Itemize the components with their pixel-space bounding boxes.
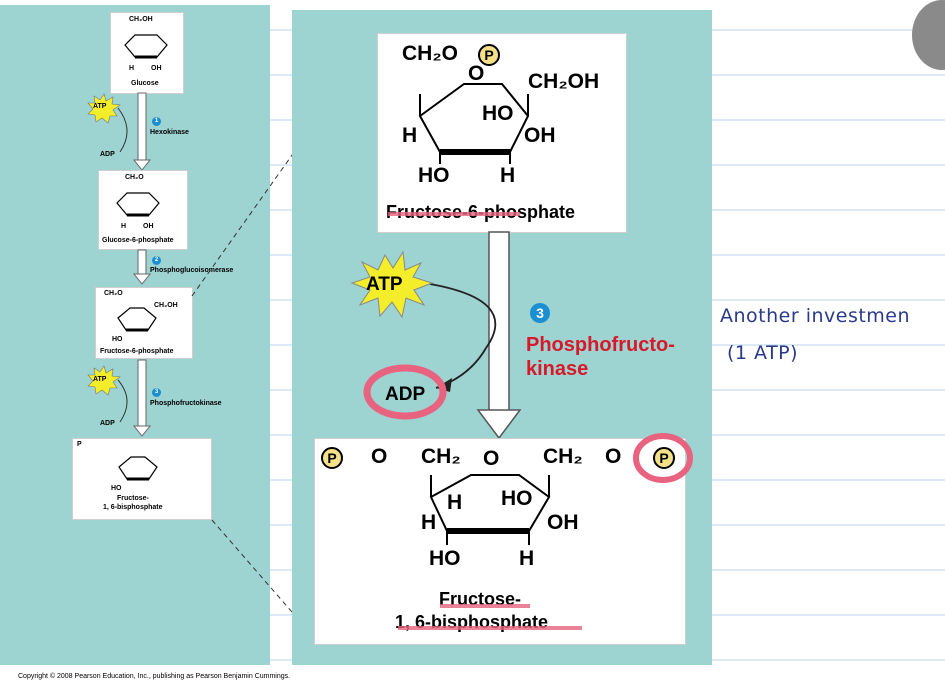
- step3-enzyme-left: Phosphofructokinase: [150, 400, 222, 407]
- f6p-h-bottom: H: [500, 164, 516, 187]
- f16bp-h-left: H: [421, 511, 437, 534]
- f16bp-ch2-left: CH₂: [421, 445, 461, 468]
- enzyme-line2: kinase: [526, 358, 589, 380]
- glucose-label: Glucose: [131, 80, 159, 87]
- step3-badge-right: 3: [530, 303, 550, 323]
- f6p-ho-bottom: HO: [418, 164, 450, 187]
- g6p-box: CH₂O H OH Glucose-6-phosphate: [98, 170, 188, 250]
- f16bp-p-right: P: [653, 445, 675, 469]
- note-line2: (1 ATP): [727, 342, 799, 364]
- glucose-h: H: [129, 65, 135, 72]
- step1-enzyme: Hexokinase: [150, 129, 189, 136]
- adp-label-left-1: ADP: [100, 151, 115, 158]
- f6p-small-box: CH₂O CH₂OH HO Fructose-6-phosphate: [95, 287, 193, 359]
- glucose-ch2oh: CH₂OH: [129, 16, 153, 23]
- copyright-text: Copyright © 2008 Pearson Education, Inc.…: [18, 673, 291, 680]
- f6p-small-label: Fructose-6-phosphate: [100, 348, 174, 355]
- f16bp-small-label2: 1, 6-bisphosphate: [103, 504, 163, 511]
- f6p-small-ch2oh: CH₂OH: [154, 302, 178, 309]
- f6p-ch2oh: CH₂OH: [528, 70, 600, 93]
- f16bp-small-box: P HO Fructose- 1, 6-bisphosphate: [72, 438, 212, 520]
- step2-enzyme: Phosphoglucoisomerase: [150, 267, 234, 274]
- f6p-ho-top: HO: [482, 102, 514, 125]
- f6p-small-ch2o: CH₂O: [104, 290, 123, 297]
- f16bp-o-left: O: [371, 445, 388, 468]
- f16bp-ch2-right: CH₂: [543, 445, 583, 468]
- adp-label-right: ADP: [385, 384, 426, 405]
- atp-label-right: ATP: [366, 274, 403, 295]
- atp-label-left-1: ATP: [93, 103, 107, 110]
- f16bp-h-bottom: H: [519, 547, 535, 570]
- f6p-oh: OH: [524, 124, 556, 147]
- f6p-small-ho: HO: [112, 336, 123, 343]
- note-line1: Another investmen: [720, 305, 911, 327]
- glucose-box: CH₂OH H OH Glucose: [110, 12, 184, 94]
- step1-badge: 1: [152, 117, 161, 126]
- f6p-h-left: H: [402, 124, 418, 147]
- f16bp-big-box: P O CH₂ O CH₂ O P HO H H OH HO H Fructos…: [314, 438, 686, 645]
- f6p-ring-o: O: [468, 62, 485, 85]
- f6p-ch2o: CH₂O: [402, 42, 458, 65]
- g6p-h: H: [121, 223, 127, 230]
- f6p-p: P: [478, 42, 500, 66]
- f16bp-small-ho: HO: [111, 485, 122, 492]
- f16bp-ho-top: HO: [501, 487, 533, 510]
- f16bp-ring-o: O: [483, 447, 500, 470]
- adp-label-left-2: ADP: [100, 420, 115, 427]
- f16bp-ho-bottom: HO: [429, 547, 461, 570]
- f16bp-h-top: H: [447, 491, 463, 514]
- g6p-oh: OH: [143, 223, 154, 230]
- enzyme-line1: Phosphofructo-: [526, 334, 675, 356]
- f16bp-o-right: O: [605, 445, 622, 468]
- g6p-ch2o: CH₂O: [125, 174, 144, 181]
- g6p-label: Glucose-6-phosphate: [102, 237, 174, 244]
- f16bp-oh: OH: [547, 511, 579, 534]
- f16bp-p-left: P: [321, 445, 343, 469]
- glucose-oh: OH: [151, 65, 162, 72]
- atp-label-left-2: ATP: [93, 376, 107, 383]
- f16bp-small-label1: Fructose-: [117, 495, 149, 502]
- step3-badge-left: 3: [152, 388, 161, 397]
- f16bp-small-p: P: [77, 441, 82, 448]
- step2-badge: 2: [152, 256, 161, 265]
